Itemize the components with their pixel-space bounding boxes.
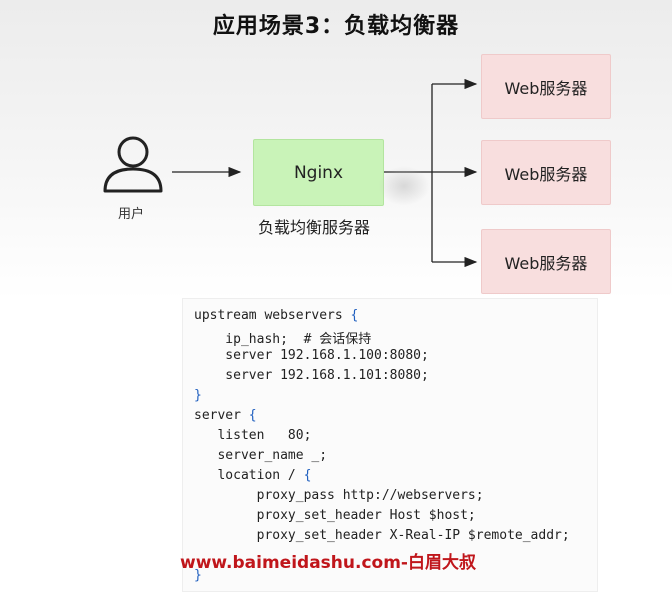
code-line-12: proxy_set_header X-Real-IP $remote_addr; (194, 528, 570, 543)
code-line-3: server 192.168.1.100:8080; (194, 348, 429, 363)
web-server-box-1: Web服务器 (481, 54, 611, 119)
load-balancer-caption: 负载均衡服务器 (258, 218, 371, 237)
nginx-label: Nginx (293, 162, 344, 183)
user-label: 用户 (118, 207, 145, 222)
code-line-4: server 192.168.1.101:8080; (194, 368, 429, 383)
nginx-box: Nginx (253, 139, 384, 206)
web-server-label-3: Web服务器 (504, 253, 588, 273)
user-icon (100, 133, 166, 200)
web-server-label-2: Web服务器 (504, 164, 588, 184)
code-line-8: server_name _; (194, 448, 328, 463)
diagram-title: 应用场景3：负载均衡器 (212, 14, 460, 39)
web-server-box-2: Web服务器 (481, 140, 611, 205)
code-line-9: location / { (194, 468, 312, 483)
web-server-box-3: Web服务器 (481, 229, 611, 294)
code-line-7: listen 80; (194, 428, 312, 443)
code-line-11: proxy_set_header Host $host; (194, 508, 476, 523)
code-line-5: } (194, 388, 202, 403)
blur-patch (378, 166, 430, 206)
code-line-10: proxy_pass http://webservers; (194, 488, 484, 503)
code-line-1: upstream webservers { (194, 308, 359, 323)
code-line-6: server { (194, 408, 257, 423)
web-server-label-1: Web服务器 (504, 78, 588, 98)
watermark-bottom: www.baimeidashu.com-白眉大叔 (180, 553, 476, 573)
code-line-2: ip_hash; # 会话保持 (194, 332, 372, 347)
code-line-14: } (194, 568, 202, 583)
code-panel: upstream webservers { ip_hash; # 会话保持 se… (182, 298, 598, 592)
